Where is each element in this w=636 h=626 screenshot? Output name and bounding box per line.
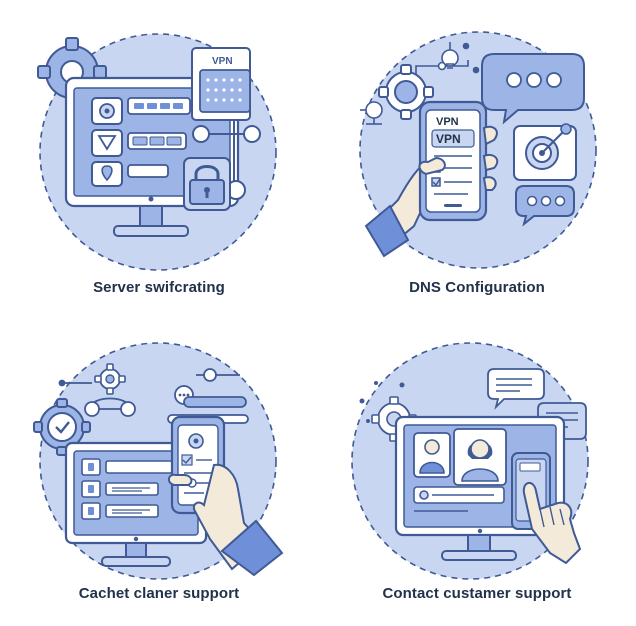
illustration-dns: VPN VPN DNS Configuration (318, 0, 636, 313)
vpn-tag-label: VPN (212, 56, 233, 67)
server-illustration: VPN (37, 33, 277, 271)
contact-illustration (351, 342, 589, 580)
plug-icon (360, 101, 383, 125)
settings-icon (188, 433, 204, 449)
chat-bubble-icon (515, 185, 575, 227)
gear-icon (378, 64, 434, 120)
user-avatar-icon (453, 428, 507, 486)
gear-icon (94, 363, 126, 395)
node-link-icon (58, 379, 136, 417)
padlock-icon (183, 157, 231, 211)
check-badge-icon (33, 398, 91, 456)
vpn-label-main: VPN (436, 132, 461, 146)
chevron-down-icon (97, 135, 117, 151)
caption-server: Server swifcrating (93, 279, 225, 296)
cache-illustration (33, 342, 284, 580)
phone-icon: VPN VPN (418, 100, 488, 222)
illustration-cache: Cachet claner support (0, 313, 318, 626)
fingers-icon (418, 125, 499, 191)
settings-icon (99, 103, 115, 119)
user-avatar-icon (413, 432, 451, 478)
vpn-label-top: VPN (436, 116, 459, 128)
target-icon (513, 123, 577, 181)
hand-icon (168, 463, 284, 577)
dns-illustration: VPN VPN (359, 31, 597, 269)
pointing-hand-icon (522, 482, 582, 565)
chat-bubble-icon (481, 53, 585, 125)
caption-contact: Contact custamer support (382, 585, 572, 602)
caption-cache: Cachet claner support (78, 585, 240, 602)
chat-bubble-icon (487, 368, 545, 410)
illustration-server: VPN Server swifcrating (0, 0, 318, 313)
illustration-contact: Contact custamer support (318, 313, 636, 626)
vpn-tag-icon: VPN (191, 47, 251, 121)
caption-dns: DNS Configuration (409, 279, 545, 296)
pin-icon (101, 165, 113, 182)
